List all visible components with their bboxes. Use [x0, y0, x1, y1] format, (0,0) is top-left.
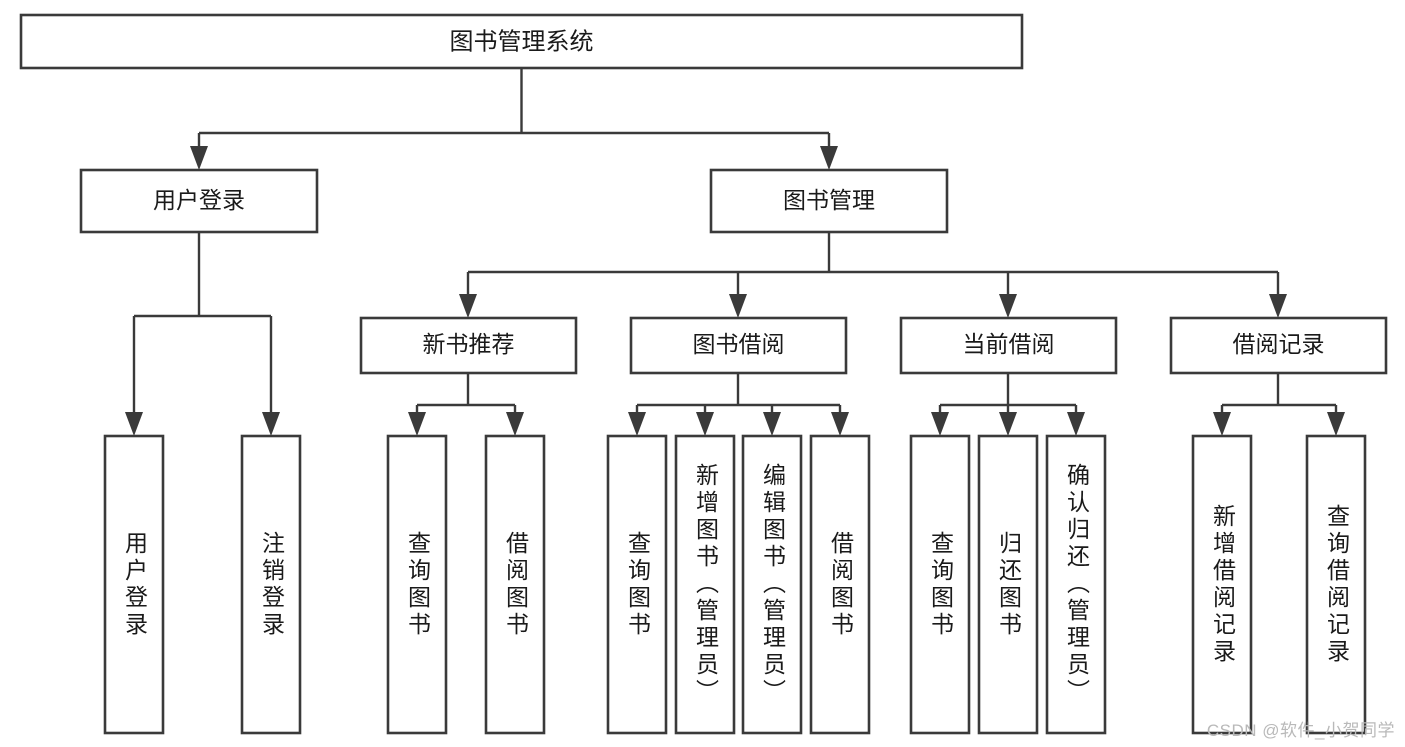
connector-layer: [125, 68, 1345, 436]
node-layer: 图书管理系统 用户登录 图书管理 新书推荐 图书借阅: [19, 13, 1388, 735]
leaf-box-recommend-query-book[interactable]: [386, 434, 448, 735]
arrow-to-book-borrow: [729, 294, 747, 318]
node-current-borrow-box[interactable]: [899, 316, 1118, 375]
node-borrow-record[interactable]: 借阅记录: [1169, 316, 1388, 375]
leaf-box-borrow-edit-book[interactable]: [741, 434, 803, 735]
node-book-borrow-label: 图书借阅: [693, 331, 785, 357]
arrow-to-new-book-recommend: [459, 294, 477, 318]
arrow-borrow-leaf-1: [628, 412, 646, 436]
node-borrow-record-box[interactable]: [1169, 316, 1388, 375]
arrow-to-user-login: [190, 146, 208, 170]
arrow-to-book-mgmt: [820, 146, 838, 170]
node-user-login-box[interactable]: [79, 168, 319, 234]
arrow-to-leaf-user-login: [125, 412, 143, 436]
node-book-management[interactable]: 图书管理: [709, 168, 949, 234]
csdn-watermark: CSDN @软件_小贺同学: [1206, 721, 1395, 740]
arrow-to-borrow-record: [1269, 294, 1287, 318]
node-borrow-record-label: 借阅记录: [1233, 331, 1325, 357]
node-current-borrow[interactable]: 当前借阅: [899, 316, 1118, 375]
leaf-box-recommend-borrow-book[interactable]: [484, 434, 546, 735]
arrow-to-current-borrow: [999, 294, 1017, 318]
arrow-recommend-leaf-2: [506, 412, 524, 436]
node-new-book-recommend-box[interactable]: [359, 316, 578, 375]
arrow-record-leaf-2: [1327, 412, 1345, 436]
node-book-borrow[interactable]: 图书借阅: [629, 316, 848, 375]
leaf-box-borrow-query-book[interactable]: [606, 434, 668, 735]
leaf-box-current-query-book[interactable]: [909, 434, 971, 735]
node-new-book-recommend[interactable]: 新书推荐: [359, 316, 578, 375]
leaf-box-current-return-book[interactable]: [977, 434, 1039, 735]
arrow-recommend-leaf-1: [408, 412, 426, 436]
arrow-current-leaf-3: [1067, 412, 1085, 436]
arrow-borrow-leaf-2: [696, 412, 714, 436]
node-new-book-recommend-label: 新书推荐: [423, 331, 515, 357]
leaf-box-logout[interactable]: [240, 434, 302, 735]
node-user-login[interactable]: 用户登录: [79, 168, 319, 234]
arrow-borrow-leaf-4: [831, 412, 849, 436]
node-book-borrow-box[interactable]: [629, 316, 848, 375]
arrow-record-leaf-1: [1213, 412, 1231, 436]
arrow-current-leaf-1: [931, 412, 949, 436]
node-book-management-box[interactable]: [709, 168, 949, 234]
arrow-current-leaf-2: [999, 412, 1017, 436]
leaf-box-record-add[interactable]: [1191, 434, 1253, 735]
node-root-box[interactable]: [19, 13, 1024, 70]
node-root[interactable]: 图书管理系统: [19, 13, 1024, 70]
leaf-box-borrow-add-book[interactable]: [674, 434, 736, 735]
node-book-management-label: 图书管理: [783, 187, 875, 213]
node-current-borrow-label: 当前借阅: [963, 331, 1055, 357]
leaf-box-borrow-borrow-book[interactable]: [809, 434, 871, 735]
node-user-login-label: 用户登录: [153, 187, 245, 213]
node-root-label: 图书管理系统: [450, 28, 594, 55]
leaf-box-record-query[interactable]: [1305, 434, 1367, 735]
leaf-box-current-confirm-return[interactable]: [1045, 434, 1107, 735]
arrow-to-leaf-logout: [262, 412, 280, 436]
leaf-box-user-login[interactable]: [103, 434, 165, 735]
arrow-borrow-leaf-3: [763, 412, 781, 436]
